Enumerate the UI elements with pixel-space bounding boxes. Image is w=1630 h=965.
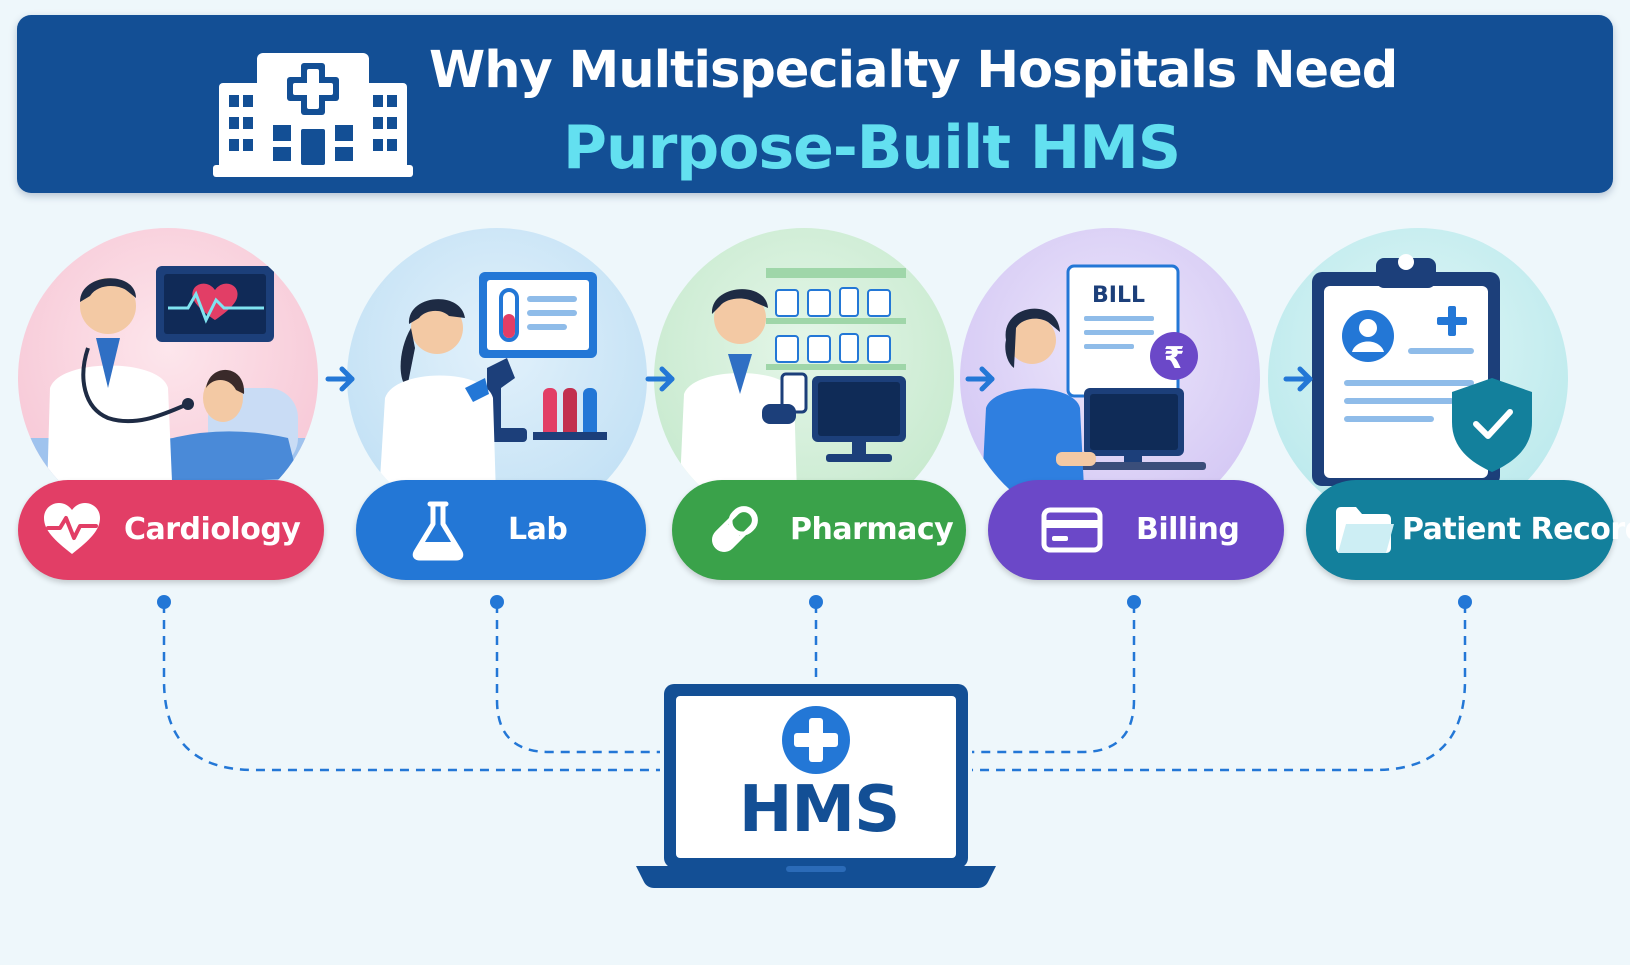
department-label: Billing: [1136, 512, 1240, 547]
heart-pulse-icon: [44, 503, 100, 554]
department-lab[interactable]: Lab: [356, 480, 646, 580]
arrow-right-icon: [325, 366, 355, 392]
hospital-building-icon: [213, 53, 413, 177]
rupee-symbol: ₹: [1164, 341, 1185, 376]
department-label: Lab: [508, 512, 568, 547]
arrow-right-icon: [1283, 366, 1313, 392]
connector-node: [157, 595, 171, 609]
hms-laptop: [636, 684, 996, 888]
connector-billing: [972, 604, 1136, 754]
department-cardiology[interactable]: Cardiology: [18, 480, 324, 580]
connector-patient-record: [972, 604, 1467, 772]
credit-card-icon: [1041, 507, 1103, 553]
connector-node: [1127, 595, 1141, 609]
title-banner: Why Multispecialty Hospitals Need Purpos…: [17, 15, 1613, 193]
hms-label: HMS: [738, 773, 900, 847]
banner-title-line2: Purpose-Built HMS: [563, 113, 1181, 183]
connector-node: [809, 595, 823, 609]
patient-record-illustration: [1268, 228, 1568, 528]
department-label: Patient Record: [1402, 512, 1630, 547]
department-label: Pharmacy: [790, 512, 954, 547]
connector-node: [490, 595, 504, 609]
arrow-right-icon: [645, 366, 675, 392]
connector-node: [1458, 595, 1472, 609]
folder-icon: [1336, 507, 1394, 553]
department-label: Cardiology: [124, 512, 301, 547]
capsule-icon: [712, 503, 761, 552]
department-billing[interactable]: Billing: [988, 480, 1284, 580]
banner-title-line1: Why Multispecialty Hospitals Need: [429, 41, 1398, 100]
department-patient-record[interactable]: Patient Record: [1306, 480, 1630, 580]
connector-cardiology: [162, 604, 660, 772]
medical-cross-icon: [782, 706, 850, 774]
arrow-right-icon: [965, 366, 995, 392]
flask-icon: [412, 501, 464, 561]
department-pharmacy[interactable]: Pharmacy: [672, 480, 966, 580]
bill-heading: BILL: [1092, 283, 1145, 308]
